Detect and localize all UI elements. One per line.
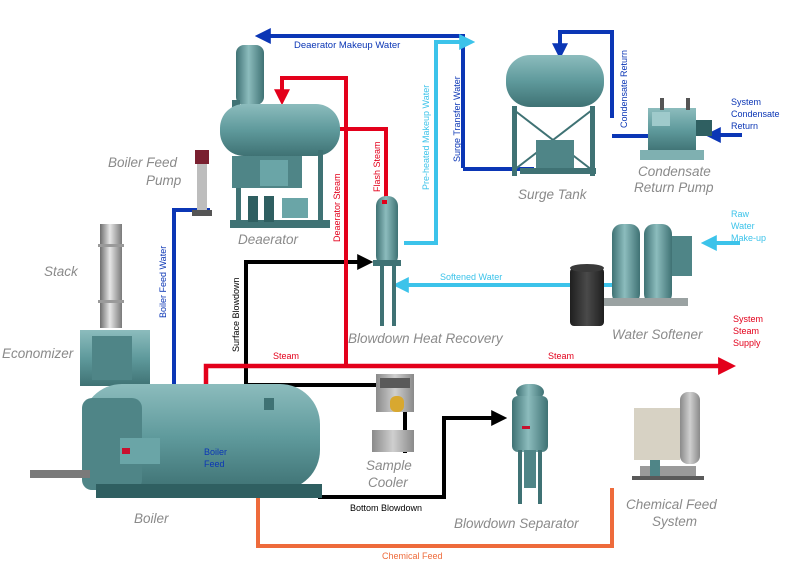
water-softener (570, 224, 692, 326)
bottom-blowdown-line (318, 410, 508, 499)
label-deaerator-steam: Deaerator Steam (332, 173, 342, 242)
sample-cooler (372, 374, 414, 452)
label-surge-transfer-water: Surge Transfer Water (452, 76, 462, 162)
label-system-steam-supply-2: Steam (733, 326, 759, 336)
label-boiler: Boiler (134, 511, 169, 526)
flash-steam-line (312, 121, 388, 200)
label-raw-water-makeup-1: Raw (731, 209, 750, 219)
label-raw-water-makeup-2: Water (731, 221, 755, 231)
surge-tank (506, 55, 604, 176)
label-condensate-return-pump-1: Condensate (638, 164, 711, 179)
label-economizer: Economizer (2, 346, 74, 361)
label-surge-tank: Surge Tank (518, 187, 588, 202)
boiler-feed-pump (192, 150, 212, 216)
label-softened-water: Softened Water (440, 272, 502, 282)
surface-blowdown-line (244, 254, 374, 390)
label-flash-steam: Flash Steam (372, 141, 382, 192)
condensate-return-pump (640, 98, 712, 160)
label-sample-cooler-2: Cooler (368, 475, 408, 490)
label-steam-right: Steam (548, 351, 574, 361)
label-surface-blowdown: Surface Blowdown (231, 277, 241, 352)
label-boiler-feed-pump-2: Pump (146, 173, 182, 188)
boiler (30, 384, 322, 498)
condensate-return-line (552, 30, 614, 118)
label-system-steam-supply-1: System (733, 314, 763, 324)
flow-labels: Deaerator Makeup Water Pre-heated Makeup… (158, 40, 780, 561)
label-blowdown-separator: Blowdown Separator (454, 516, 579, 531)
economizer (80, 330, 150, 386)
label-steam-left: Steam (273, 351, 299, 361)
label-raw-water-makeup-3: Make-up (731, 233, 766, 243)
stack (98, 224, 124, 328)
label-boiler-feed-pump-1: Boiler Feed (108, 155, 178, 170)
preheated-makeup-line (404, 34, 476, 245)
label-water-softener: Water Softener (612, 327, 703, 342)
chemical-feed-line (250, 476, 614, 548)
label-condensate-return-pump-2: Return Pump (634, 180, 714, 195)
label-blowdown-heat-recovery: Blowdown Heat Recovery (348, 331, 504, 346)
label-chemical-feed-system-1: Chemical Feed (626, 497, 717, 512)
label-system-steam-supply-3: Supply (733, 338, 761, 348)
label-system-condensate-return-3: Return (731, 121, 758, 131)
label-boiler-feed-1: Boiler (204, 447, 227, 457)
label-system-condensate-return-1: System (731, 97, 761, 107)
blowdown-heat-recovery-vessel (373, 196, 401, 326)
label-deaerator: Deaerator (238, 232, 299, 247)
label-boiler-feed-water: Boiler Feed Water (158, 246, 168, 318)
label-condensate-return: Condensate Return (619, 50, 629, 128)
label-sample-cooler-1: Sample (366, 458, 412, 473)
equipment-labels: Boiler Feed Pump Deaerator Stack Economi… (2, 155, 717, 531)
label-deaerator-makeup-water: Deaerator Makeup Water (294, 40, 400, 51)
label-preheated-makeup-water: Pre-heated Makeup Water (421, 85, 431, 190)
blowdown-separator (512, 384, 548, 504)
deaerator-steam-line (274, 76, 348, 366)
label-system-condensate-return-2: Condensate (731, 109, 780, 119)
label-bottom-blowdown: Bottom Blowdown (350, 503, 422, 513)
label-chemical-feed: Chemical Feed (382, 551, 443, 561)
label-boiler-feed-2: Feed (204, 459, 225, 469)
deaerator (220, 45, 340, 228)
chemical-feed-system (632, 392, 704, 480)
label-chemical-feed-system-2: System (652, 514, 697, 529)
label-stack: Stack (44, 264, 79, 279)
